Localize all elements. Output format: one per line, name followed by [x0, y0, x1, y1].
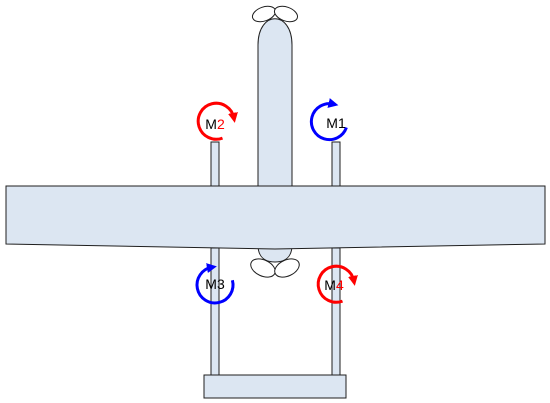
pusher-propeller — [250, 258, 300, 278]
nose-propeller — [251, 5, 299, 23]
motor-label-m4: M4 — [324, 277, 344, 293]
motor-m3: M3 — [195, 263, 235, 305]
motor-label-m2: M2 — [205, 116, 225, 132]
rotation-ring-m4 — [316, 264, 358, 304]
motor-label-m3: M3 — [205, 276, 225, 292]
horizontal-stabilizer — [203, 374, 347, 399]
front-boom-left — [210, 141, 220, 189]
rear-boom-left — [210, 247, 220, 379]
motor-m2: M2 — [196, 101, 238, 141]
fuselage — [257, 18, 293, 191]
rotation-ring-m3 — [195, 263, 235, 305]
rotation-ring-m2 — [196, 101, 238, 141]
front-boom-right — [331, 141, 341, 189]
motor-label-m1: M1 — [326, 115, 346, 131]
motor-m1: M1 — [309, 98, 348, 142]
motor-m4: M4 — [316, 264, 358, 304]
main-wing — [5, 185, 546, 250]
rotation-ring-m1 — [309, 98, 348, 142]
